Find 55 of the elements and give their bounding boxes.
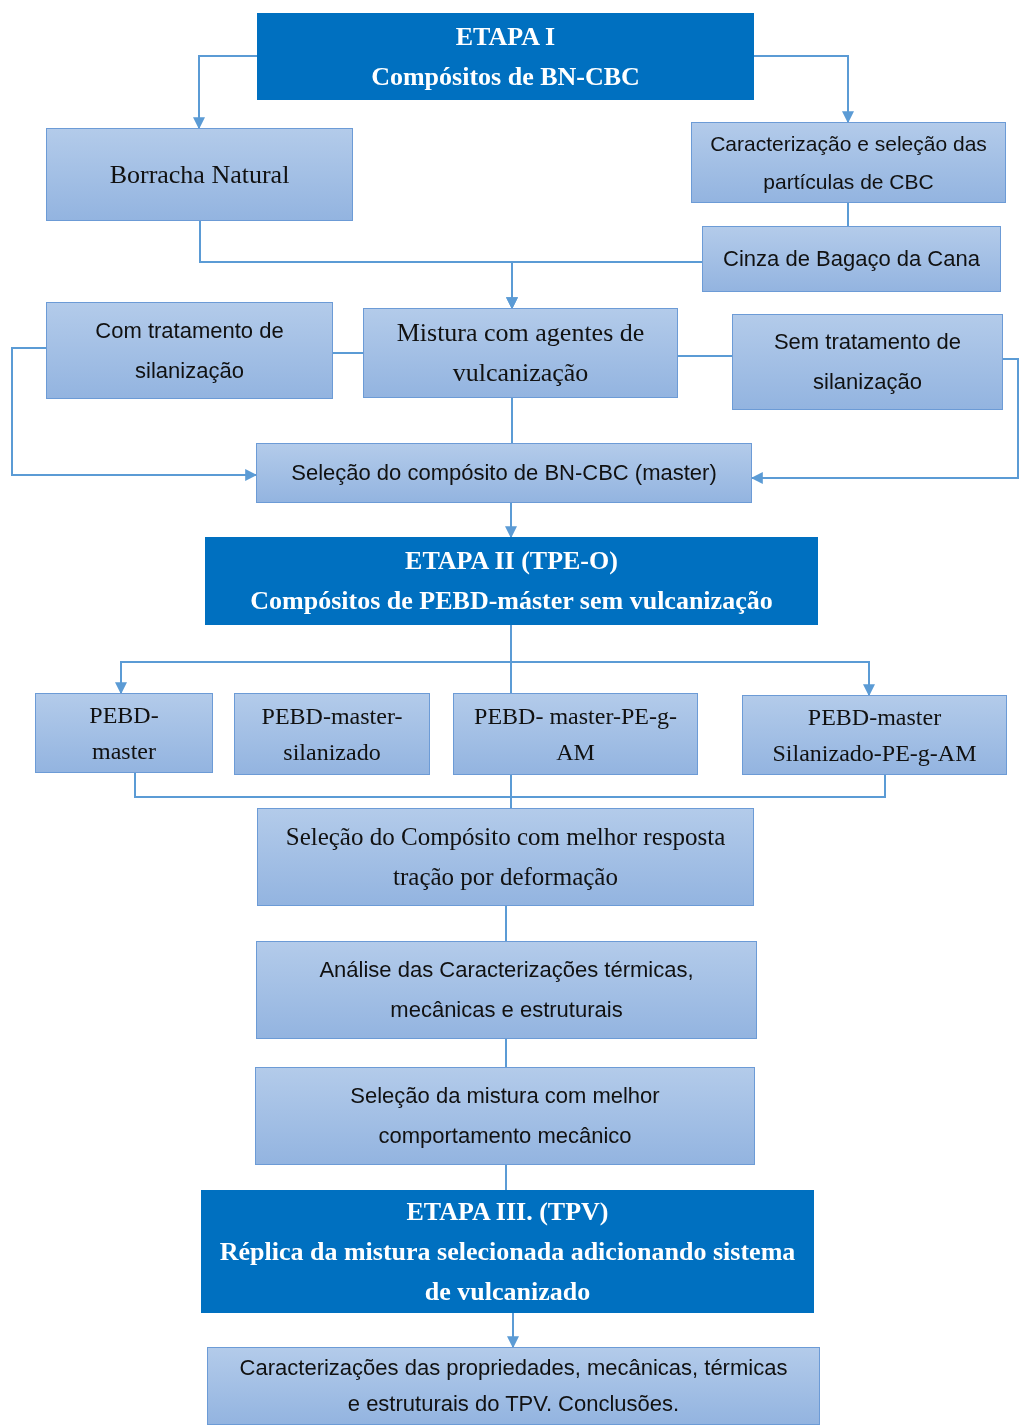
stage-banner [205, 537, 818, 625]
arrow [506, 261, 703, 310]
stage-description: Réplica da mistura selecionada adicionando sistema de vulcanizado [218, 1235, 797, 1308]
connector-line [511, 397, 513, 444]
box-label: Mistura com agentes de vulcanização [395, 317, 646, 389]
process-box [35, 693, 213, 773]
process-box [453, 693, 698, 775]
connector-line [505, 1038, 507, 1068]
stage-description: Compósitos de PEBD-máster sem vulcanização [250, 585, 773, 617]
stage-description: Compósitos de BN-CBC [371, 60, 640, 93]
box-label: Seleção do compósito de BN-CBC (master) [291, 459, 717, 487]
connector-line [332, 352, 364, 354]
arrow [507, 1312, 519, 1349]
process-box [702, 226, 1001, 292]
box-label: Borracha Natural [109, 159, 290, 190]
process-box [207, 1347, 820, 1425]
stage-title: ETAPA II (TPE-O) [405, 545, 618, 577]
box-label: Análise das Caracterizações térmicas, mecânicas e estruturais [318, 956, 695, 1024]
box-label: Caracterização e seleção das partículas de CBC [709, 130, 988, 195]
connector-line [510, 624, 512, 694]
box-label: Sem tratamento de silanização [772, 328, 963, 396]
box-label: PEBD- master-PE-g-AM [473, 702, 678, 767]
stage-banner [257, 13, 754, 100]
box-label: PEBD-master- silanizado [260, 702, 404, 767]
box-label: PEBD-master Silanizado-PE-g-AM [771, 703, 978, 768]
process-box [363, 308, 678, 398]
connector-line [505, 1164, 507, 1191]
arrow [193, 55, 258, 130]
process-box [46, 128, 353, 221]
box-label: PEBD- master [88, 701, 160, 766]
connector-line [505, 905, 507, 942]
stage-banner [201, 1190, 814, 1313]
process-box [732, 314, 1003, 410]
box-label: Seleção da mistura com melhor comportamento mecânico [349, 1082, 661, 1150]
box-label: Cinza de Bagaço da Cana [723, 245, 980, 273]
process-box [255, 1067, 755, 1165]
process-box [256, 443, 752, 503]
connector-line [847, 202, 849, 227]
arrow [505, 502, 517, 539]
process-box [257, 808, 754, 906]
box-label: Caracterizações das propriedades, mecânicas, térmicas e estruturais do TPV. Conclusões. [238, 1354, 789, 1418]
box-label: Seleção do Compósito com melhor resposta tração por deformação [284, 822, 727, 892]
box-label: Com tratamento de silanização [94, 316, 285, 385]
process-box [46, 302, 333, 399]
connector-line [510, 774, 512, 809]
stage-title: ETAPA I [455, 20, 556, 53]
connector-line [677, 355, 733, 357]
process-box [234, 693, 430, 775]
arrow [11, 347, 258, 481]
arrow [753, 55, 854, 124]
stage-title: ETAPA III. (TPV) [406, 1195, 609, 1228]
process-box [742, 695, 1007, 775]
process-box [256, 941, 757, 1039]
arrow [750, 358, 1019, 484]
process-box [691, 122, 1006, 203]
